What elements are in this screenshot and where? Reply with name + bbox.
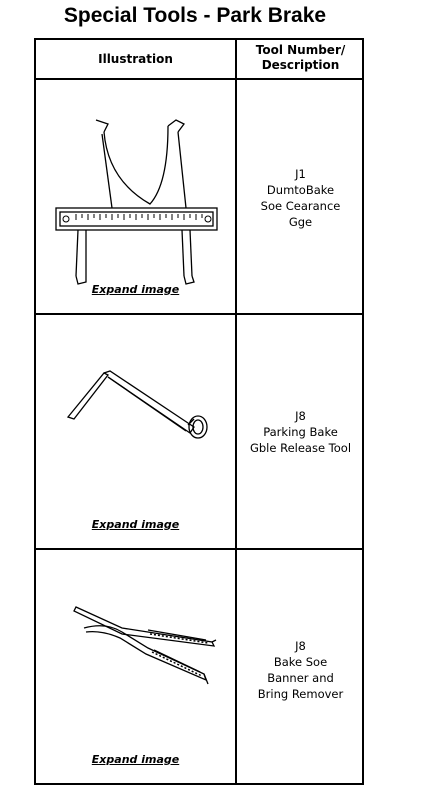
description-line: Bake Soe	[273, 655, 328, 669]
brake-shoe-spanner-spring-remover-icon	[73, 606, 217, 685]
description-line: Parking Bake	[263, 425, 338, 439]
tool-number: J8	[295, 639, 306, 653]
table-row-1-illustration: Expand image	[36, 80, 235, 313]
header-tool-number-line1: Tool Number/	[255, 43, 346, 57]
table-row-2-description: J8 Parking Bake Gble Release Tool	[237, 408, 364, 456]
header-divider	[36, 78, 362, 80]
description-line: Bring Remover	[257, 687, 344, 701]
table-row-1-description: J1 DumtoBake Soe Cearance Gge	[237, 166, 364, 230]
expand-image-link[interactable]: Expand image	[91, 753, 180, 766]
header-tool-number: Tool Number/ Description	[237, 43, 364, 73]
description-line: Gble Release Tool	[249, 441, 352, 455]
page-title: Special Tools - Park Brake	[63, 4, 327, 27]
description-line: Soe Cearance	[260, 199, 341, 213]
row-divider	[36, 313, 362, 315]
description-line: DumtoBake	[266, 183, 335, 197]
special-tools-table: Illustration Tool Number/ Description	[34, 38, 364, 785]
description-line: Banner and	[267, 671, 334, 685]
table-row-3-illustration: Expand image	[36, 550, 235, 785]
description-line: Gge	[288, 215, 313, 229]
brake-shoe-clearance-gauge-icon	[55, 119, 218, 285]
parking-brake-cable-release-tool-icon	[66, 370, 208, 439]
table-row-2-illustration: Expand image	[36, 315, 235, 548]
row-divider	[36, 548, 362, 550]
expand-image-link[interactable]: Expand image	[91, 518, 180, 531]
tool-number: J1	[295, 167, 306, 181]
tool-number: J8	[295, 409, 306, 423]
expand-image-link[interactable]: Expand image	[91, 283, 180, 296]
header-illustration: Illustration	[98, 52, 173, 66]
table-row-3-description: J8 Bake Soe Banner and Bring Remover	[237, 638, 364, 702]
header-tool-number-line2: Description	[261, 58, 340, 72]
column-divider	[235, 40, 237, 783]
